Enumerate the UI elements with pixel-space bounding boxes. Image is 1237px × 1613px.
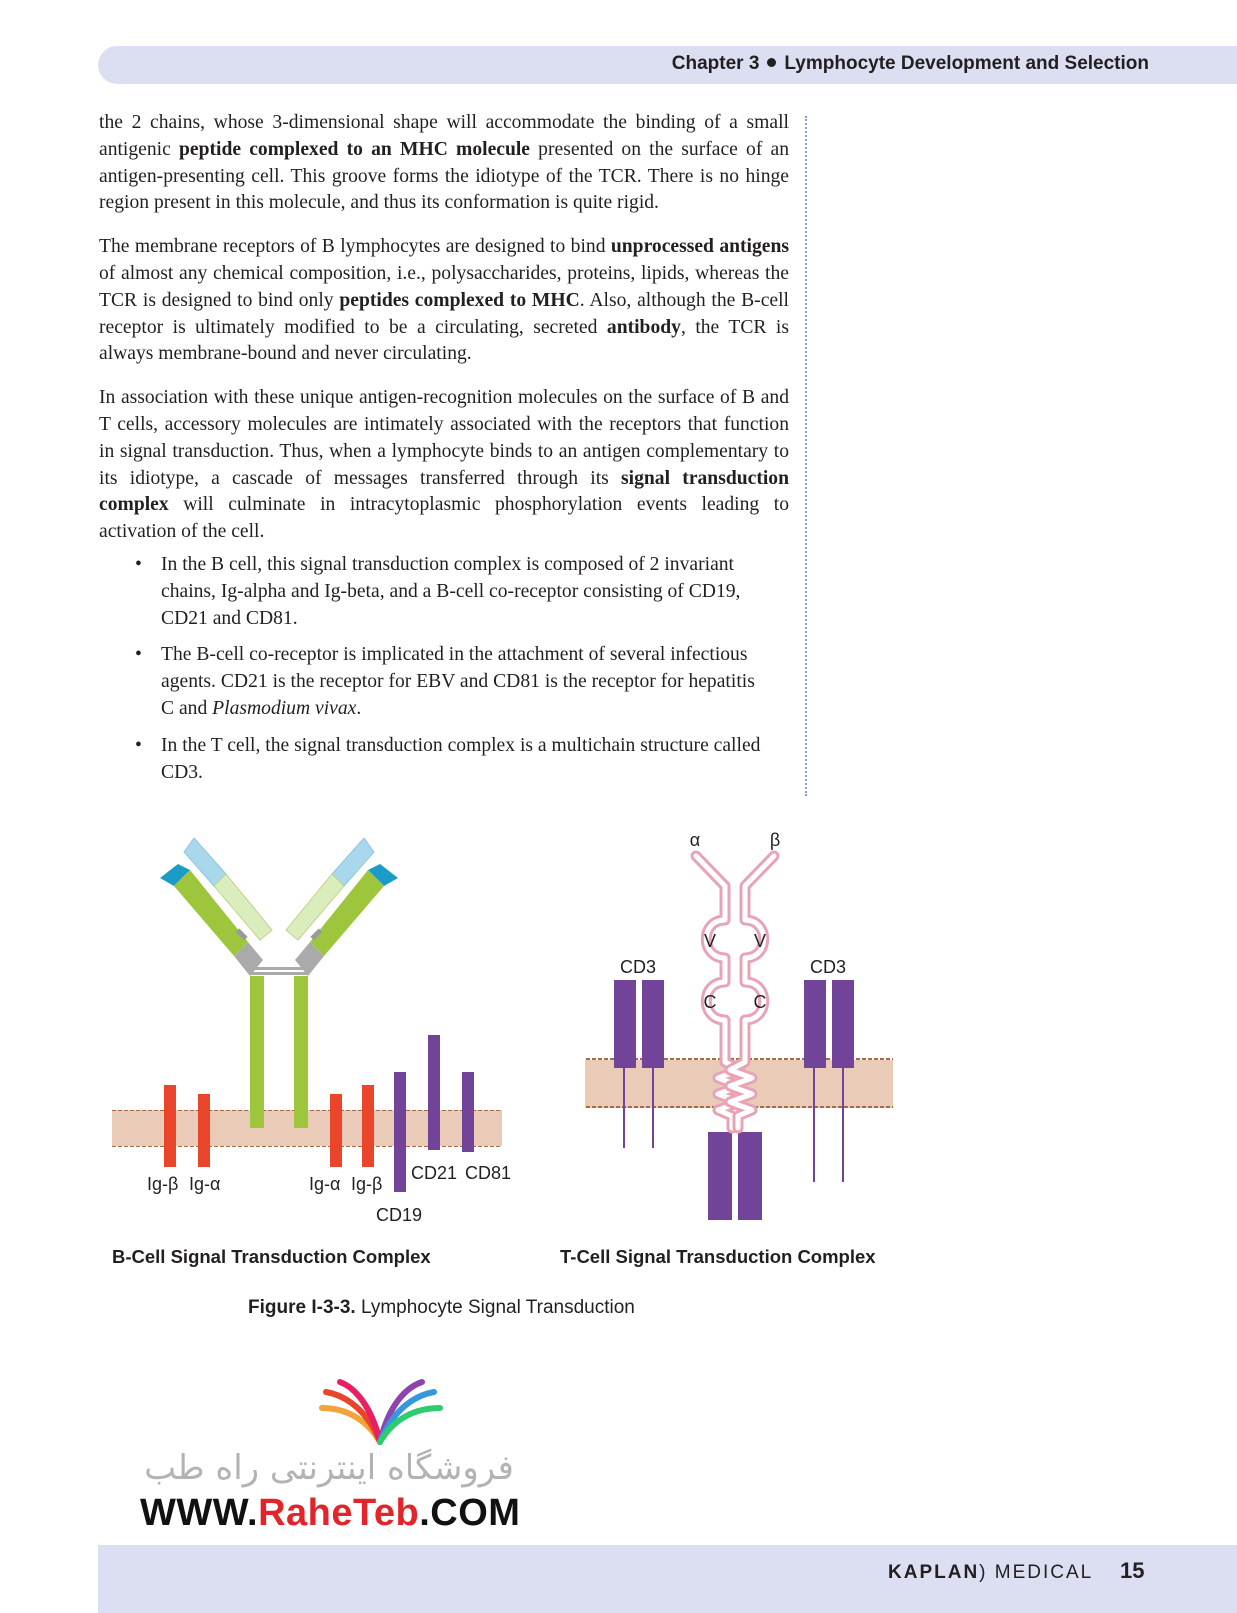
text-run: In association with these unique antigen…: [99, 387, 789, 489]
bullet-item: In the B cell, this signal transduction …: [99, 552, 789, 632]
text-run: , the TCR is always membrane-bound and n…: [99, 316, 789, 365]
cd3-left-chain-1: [614, 980, 636, 1068]
bold-term: peptides complexed to MHC: [339, 289, 580, 311]
label-cd19: CD19: [376, 1205, 422, 1225]
label-ig-alpha-left: Ig-α: [189, 1174, 220, 1194]
cd81-chain: [462, 1072, 474, 1152]
ig-alpha-right-chain: [330, 1094, 342, 1167]
figure-caption-label: Figure I-3-3.: [248, 1297, 356, 1318]
label-cd21: CD21: [411, 1163, 457, 1183]
cd19-chain: [394, 1072, 406, 1192]
b-cell-receptor-antibody: [160, 837, 398, 1128]
publisher-brand: KAPLAN) MEDICAL: [888, 1562, 1094, 1583]
cd3-cytoplasmic-chain-2: [738, 1132, 762, 1220]
figure-titles: B-Cell Signal Transduction Complex T-Cel…: [112, 1246, 876, 1267]
paragraph: the 2 chains, whose 3-dimensional shape …: [99, 110, 789, 217]
text-run: In the T cell, the signal transduction c…: [161, 734, 761, 783]
body-text: the 2 chains, whose 3-dimensional shape …: [99, 110, 789, 796]
label-cd3-left: CD3: [620, 957, 656, 977]
ig-beta-left-chain: [164, 1085, 176, 1167]
italic-term: Plasmodium vivax: [212, 697, 357, 719]
t-cell-receptor: [690, 850, 780, 1134]
text-run: .: [356, 697, 362, 719]
text-run: The membrane receptors of B lymphocytes …: [99, 236, 611, 258]
text-run: In the B cell, this signal transduction …: [161, 553, 741, 629]
bullet-item: The B-cell co-receptor is implicated in …: [99, 642, 789, 722]
text-run: . Also, although the B-cell receptor is …: [99, 289, 789, 338]
label-beta: β: [770, 830, 780, 850]
label-v-alpha: V: [704, 931, 716, 951]
paragraph: In association with these unique antigen…: [99, 385, 789, 546]
bcell-panel: Ig-β Ig-α Ig-α Ig-β CD19 CD21 CD81 B-Cel…: [112, 837, 511, 1225]
bullet-list: In the B cell, this signal transduction …: [99, 552, 789, 786]
watermark-url: WWW.RaheTeb.COM: [140, 1492, 521, 1534]
chapter-title: Lymphocyte Development and Selection: [784, 53, 1149, 74]
figure-caption-text: Lymphocyte Signal Transduction: [355, 1297, 635, 1318]
label-alpha: α: [690, 830, 700, 850]
bold-term: peptide complexed to an MHC molecule: [178, 138, 531, 160]
text-run: will culminate in intracytoplasmic phosp…: [99, 494, 789, 543]
text-run: the 2 chains, whose 3-dimensional shape …: [99, 112, 789, 160]
bullet-item: In the T cell, the signal transduction c…: [99, 733, 789, 787]
page-number: 15: [1120, 1558, 1145, 1583]
label-c-beta: C: [754, 992, 767, 1012]
cd3-right-chain-1: [804, 980, 826, 1068]
cd3-cytoplasmic-chain-1: [708, 1132, 732, 1220]
margin-divider: [805, 116, 807, 796]
text-run: of almost any chemical composition, i.e.…: [99, 262, 789, 311]
text-run: The B-cell co-receptor is implicated in …: [161, 644, 755, 719]
tcell-panel: α β V V C C CD3 CD3: [585, 830, 893, 1220]
ig-beta-right-chain: [362, 1085, 374, 1167]
label-ig-beta-left: Ig-β: [147, 1174, 178, 1194]
running-footer: KAPLAN) MEDICAL 15: [98, 1545, 1237, 1613]
bold-term: signal transduction complex: [99, 467, 789, 516]
label-c-alpha: C: [704, 992, 717, 1012]
chapter-label: Chapter 3: [671, 53, 760, 74]
label-ig-alpha-right: Ig-α: [309, 1174, 340, 1194]
label-v-beta: V: [754, 931, 766, 951]
running-header-text: Chapter 3 Lymphocyte Development and Sele…: [672, 53, 1149, 75]
cd3-left-chain-2: [642, 980, 664, 1068]
figure-caption: Figure I-3-3. Lymphocyte Signal Transduc…: [248, 1297, 635, 1319]
tcell-panel-title: T-Cell Signal Transduction Complex: [560, 1246, 876, 1267]
label-cd3-right: CD3: [810, 957, 846, 977]
running-header: Chapter 3 Lymphocyte Development and Sele…: [98, 46, 1237, 84]
cd3-right-chain-2: [832, 980, 854, 1068]
label-cd81: CD81: [465, 1163, 511, 1183]
text-run: presented on the surface of an antigen-p…: [99, 138, 789, 214]
separator-dot-icon: [767, 58, 777, 68]
signal-transduction-figure: Ig-β Ig-α Ig-α Ig-β CD19 CD21 CD81 B-Cel…: [112, 830, 893, 1225]
cd21-chain: [428, 1035, 440, 1150]
bold-term: antibody: [606, 316, 681, 338]
bold-term: unprocessed antigens: [610, 236, 789, 258]
watermark-persian-text: فروشگاه اینترنتی راه طب: [144, 1448, 514, 1488]
open-book-logo-icon: [319, 1379, 443, 1445]
watermark: فروشگاه اینترنتی راه طب WWW.RaheTeb.COM: [134, 1378, 534, 1534]
bcell-panel-title: B-Cell Signal Transduction Complex: [112, 1246, 431, 1267]
paragraph: The membrane receptors of B lymphocytes …: [99, 234, 789, 368]
label-ig-beta-right: Ig-β: [351, 1174, 382, 1194]
ig-alpha-left-chain: [198, 1094, 210, 1167]
